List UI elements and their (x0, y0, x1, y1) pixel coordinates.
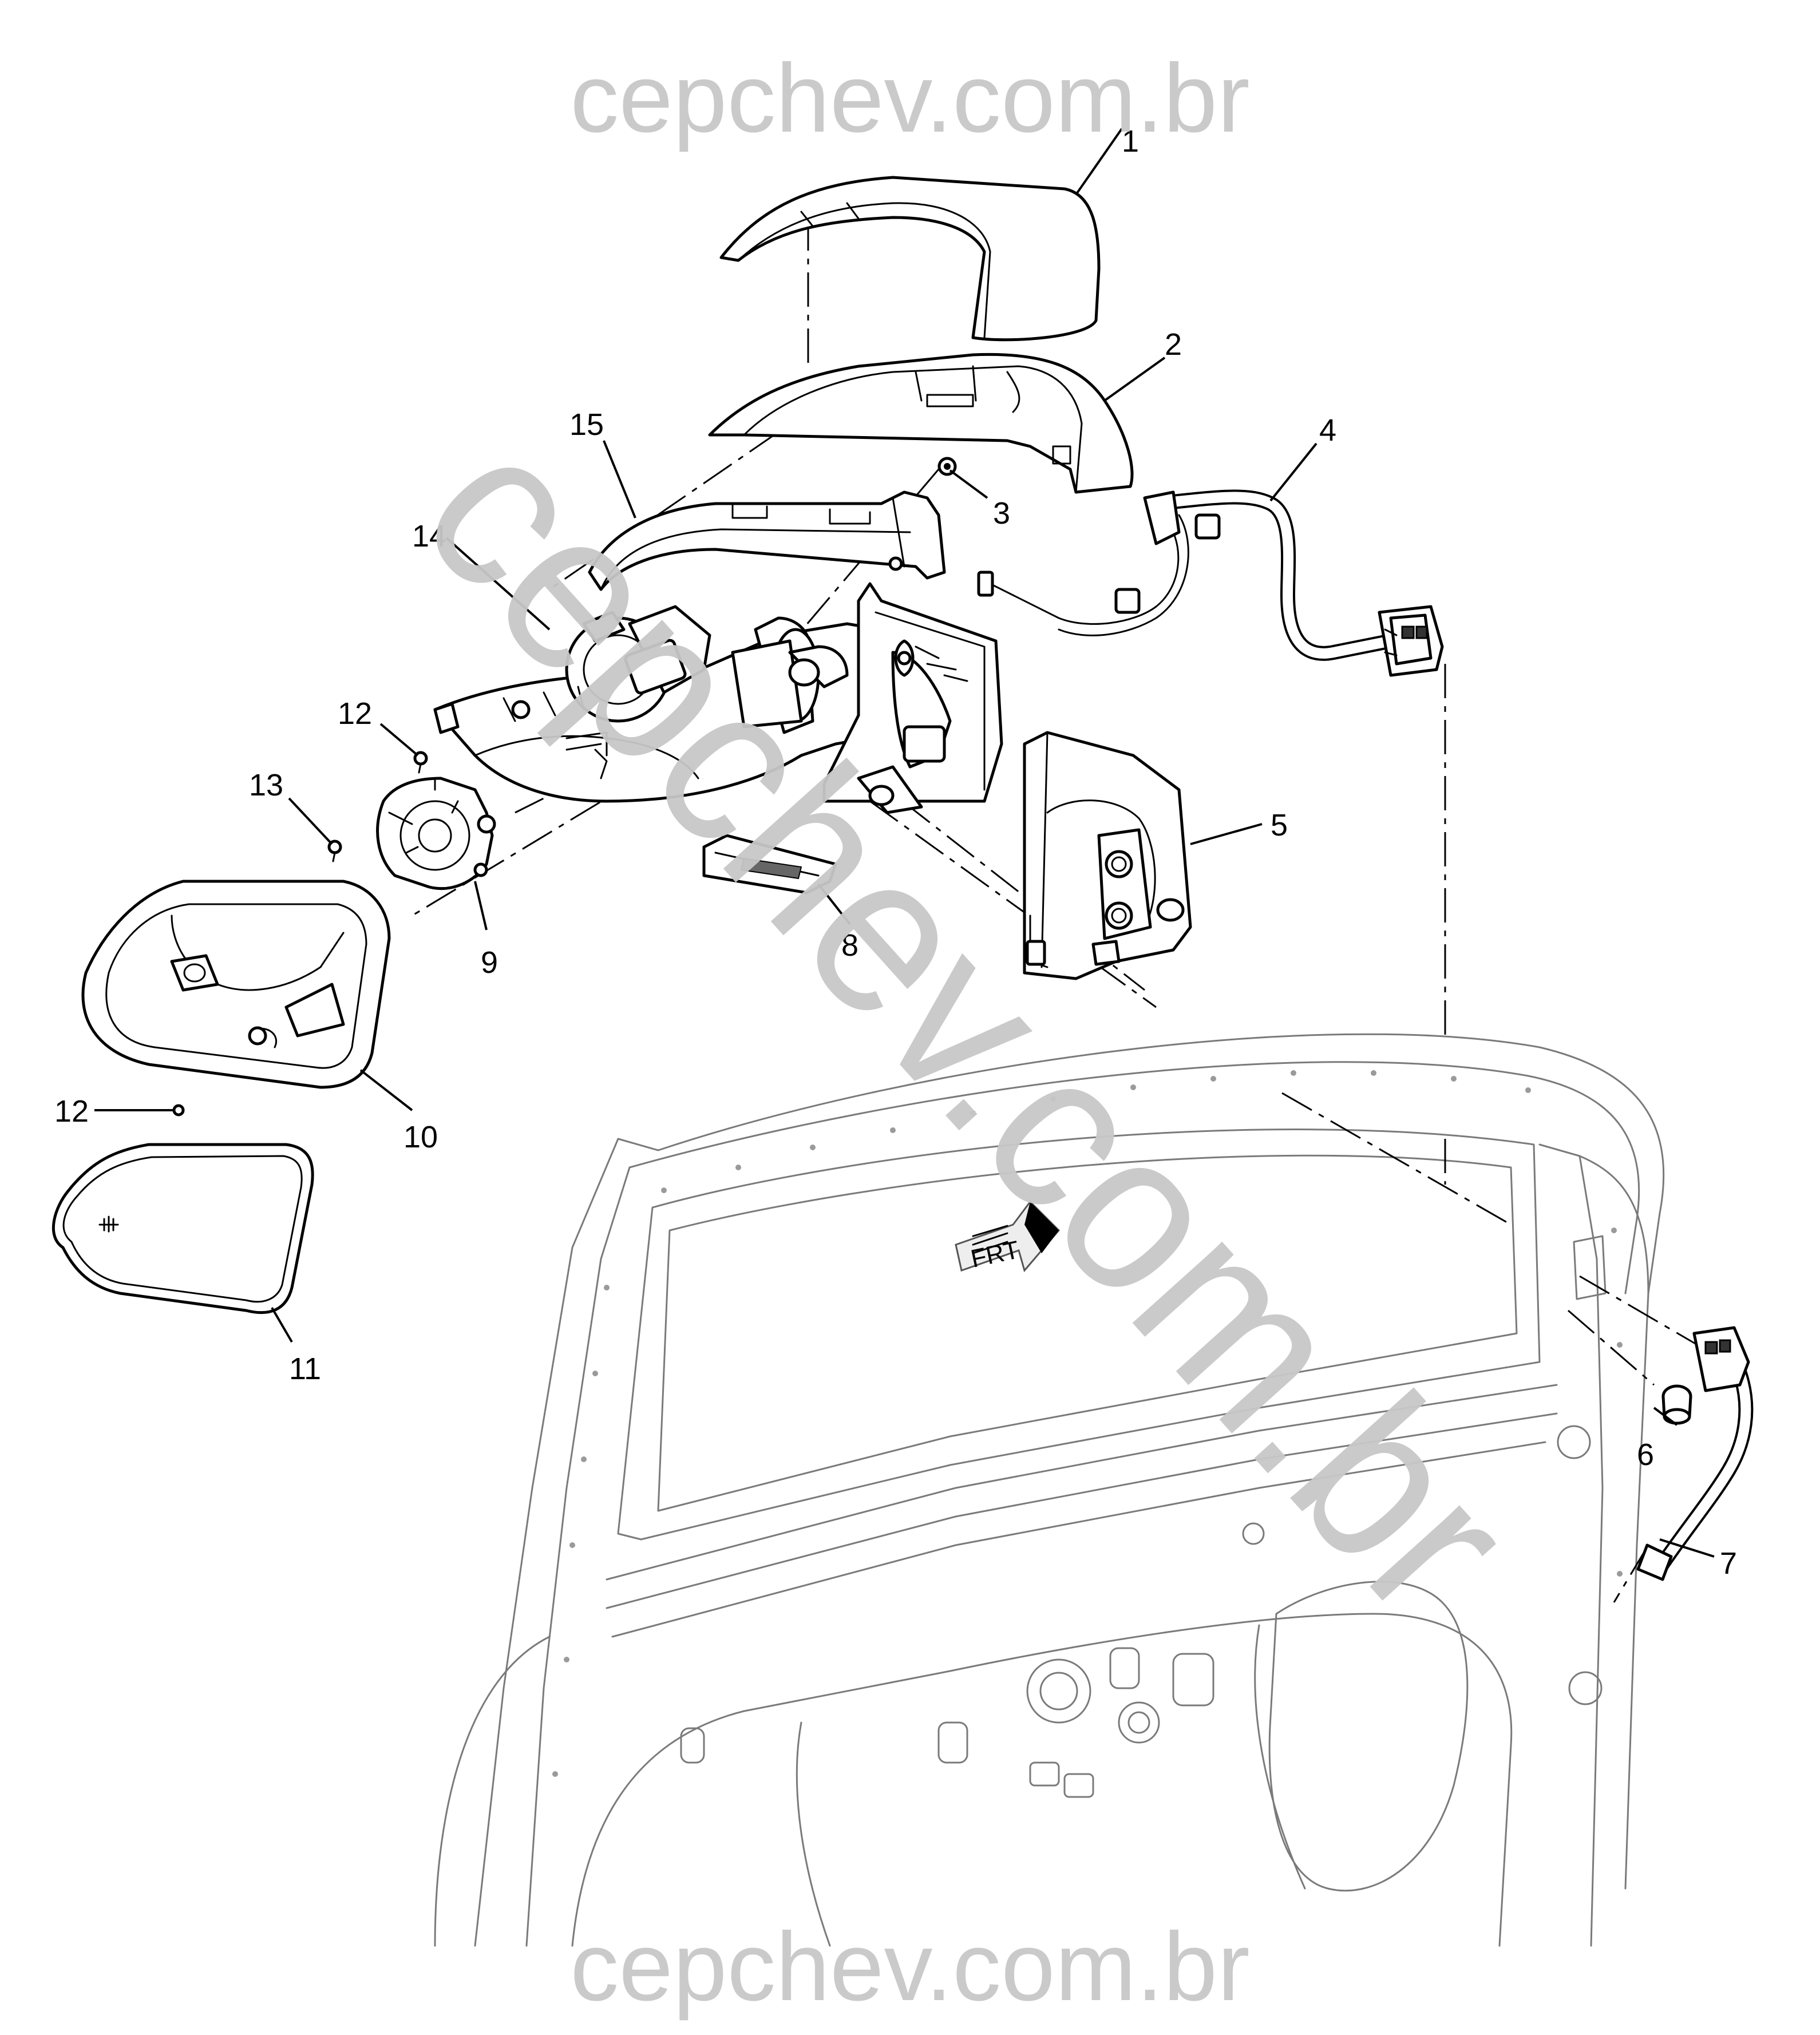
front-direction-arrow: FRT (955, 1200, 1061, 1273)
callout-9: 9 (481, 945, 498, 980)
mirror-housing-part-2 (708, 353, 1134, 494)
mirror-cover-part-1 (719, 176, 1101, 342)
actuator-part-9 (376, 777, 496, 890)
frame-holes (552, 1070, 1623, 1777)
watermarks: cepchev.com.br cepchev.com.br cepchev.co… (375, 44, 1562, 2021)
leader-lines (94, 128, 1715, 1558)
screw-part-12-lower (172, 1104, 185, 1117)
callout-10: 10 (403, 1120, 438, 1154)
callout-7: 7 (1720, 1546, 1737, 1581)
cover-part-8 (702, 834, 837, 894)
door-frame (434, 1033, 1665, 1947)
watermark-top: cepchev.com.br (570, 44, 1249, 153)
wiring-harness-part-4 (977, 489, 1444, 677)
mirror-housing-part-5 (1023, 731, 1192, 980)
callout-15: 15 (569, 407, 604, 442)
mirror-frame-plate (822, 582, 1003, 814)
callout-12-upper: 12 (338, 696, 372, 731)
watermark-bottom: cepchev.com.br (570, 1913, 1249, 2021)
watermark-diagonal: cepchev.com.br (375, 385, 1562, 1662)
callout-14: 14 (412, 519, 446, 553)
door-harness-part-7 (1636, 1326, 1754, 1581)
callout-13: 13 (249, 768, 283, 802)
callout-6: 6 (1637, 1438, 1654, 1472)
callout-12-lower: 12 (54, 1094, 89, 1129)
callout-5: 5 (1271, 808, 1288, 842)
callout-1: 1 (1122, 124, 1139, 159)
callout-8: 8 (841, 928, 858, 963)
mirror-glass-part-11 (52, 1143, 314, 1315)
callout-3: 3 (993, 496, 1010, 530)
callout-11: 11 (289, 1352, 321, 1386)
mirror-holder-part-10 (81, 880, 391, 1089)
heated-mirror-icon (98, 1216, 119, 1233)
callout-4: 4 (1319, 413, 1336, 448)
callout-2: 2 (1165, 327, 1182, 362)
callout-numbers: 1 2 3 4 5 6 7 8 9 10 11 12 12 13 14 15 (54, 124, 1737, 1581)
turn-signal-lamp-part-15 (588, 490, 946, 591)
